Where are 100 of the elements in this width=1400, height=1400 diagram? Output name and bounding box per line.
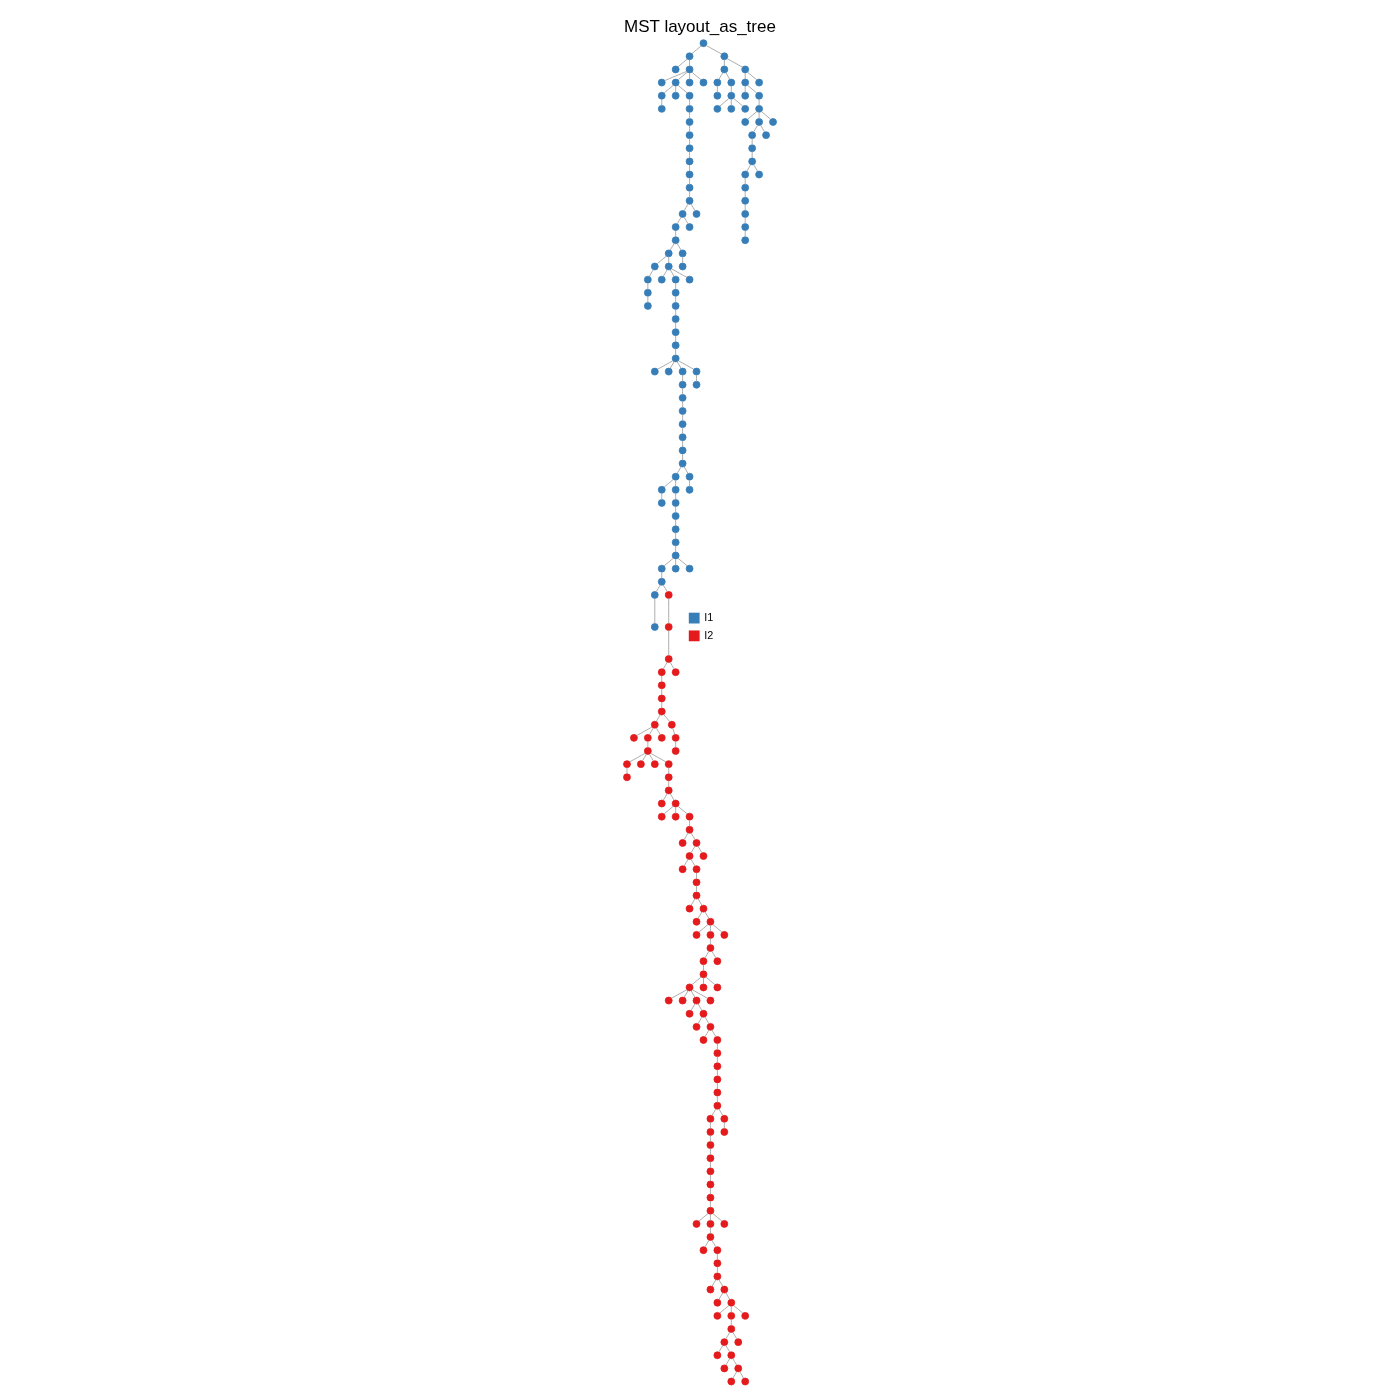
connector [668,780,670,788]
connector [697,845,703,854]
node-circle [678,420,687,428]
connector [672,727,676,735]
node-circle [678,394,687,402]
connector [663,805,674,815]
connector [682,374,684,382]
node-circle [755,91,763,100]
connector [751,151,753,159]
connector [697,911,703,919]
connector [709,1214,711,1221]
connector [758,98,760,106]
connector [733,98,744,107]
node-circle [685,78,694,87]
node-circle [630,734,638,742]
connector [661,571,663,579]
connector [709,1227,711,1234]
node-circle [692,865,701,874]
connector [675,506,677,514]
connector [663,557,674,567]
node-circle [692,996,701,1005]
node-circle [699,78,708,87]
connector [689,59,691,67]
connector [671,268,688,278]
connector [709,1161,711,1169]
connector [689,177,691,185]
connector [719,1305,730,1314]
node-circle [671,747,680,755]
connector [718,1344,724,1353]
connector [696,872,697,880]
connector [664,71,688,82]
connector [691,45,702,54]
connector [682,440,684,448]
connector [647,296,649,303]
connector [648,269,654,277]
connector [725,1292,731,1300]
connector [690,858,696,867]
connector [718,1292,724,1300]
node-circle [727,1298,736,1307]
connector [671,989,688,999]
connector [675,519,677,527]
connector [675,335,677,343]
node-circle [671,223,680,231]
node-circle [713,957,722,966]
node-circle [755,170,763,179]
connector [716,1043,718,1051]
connector [675,479,677,487]
connector [675,806,677,814]
node-circle [727,105,736,113]
node-circle [706,1206,715,1215]
node-circle [671,485,680,494]
node-circle [664,655,673,663]
connector [669,661,675,670]
node-circle [657,681,666,690]
node-circle [699,39,708,48]
node-circle [664,623,673,631]
connector [669,793,675,801]
node-circle [685,65,694,74]
node-circle [748,157,757,166]
node-circle [706,1114,715,1123]
node-circle [748,131,757,139]
connector [689,164,691,172]
connector [661,675,663,683]
node-circle [664,773,673,782]
node-circle [699,983,708,992]
node-circle [657,668,666,677]
connector [689,98,691,106]
connector [711,1279,717,1287]
connector [691,976,702,985]
connector [744,85,746,93]
node-circle [713,1049,722,1057]
connector [689,72,691,80]
connector [677,557,688,567]
connector [675,282,677,290]
connector [689,138,691,146]
connector [730,85,732,93]
node-circle [720,65,729,74]
node-circle [671,275,680,284]
connector [682,414,684,422]
node-circle [643,288,652,297]
connector [716,85,718,93]
node-circle [678,459,687,468]
node-circle [671,812,680,821]
node-circle [699,1009,708,1018]
connector [689,151,691,159]
node-circle [637,760,645,768]
connector [709,938,711,945]
connector [676,216,682,225]
node-circle [713,1259,722,1268]
node-circle [671,525,680,534]
node-circle [671,354,680,363]
connector [669,269,675,277]
connector [677,84,688,94]
node-circle [623,760,631,768]
connector [626,767,628,775]
node-circle [713,78,722,87]
connector [648,753,654,762]
connector [668,630,670,656]
node-circle [664,591,673,599]
node-circle [671,236,680,245]
